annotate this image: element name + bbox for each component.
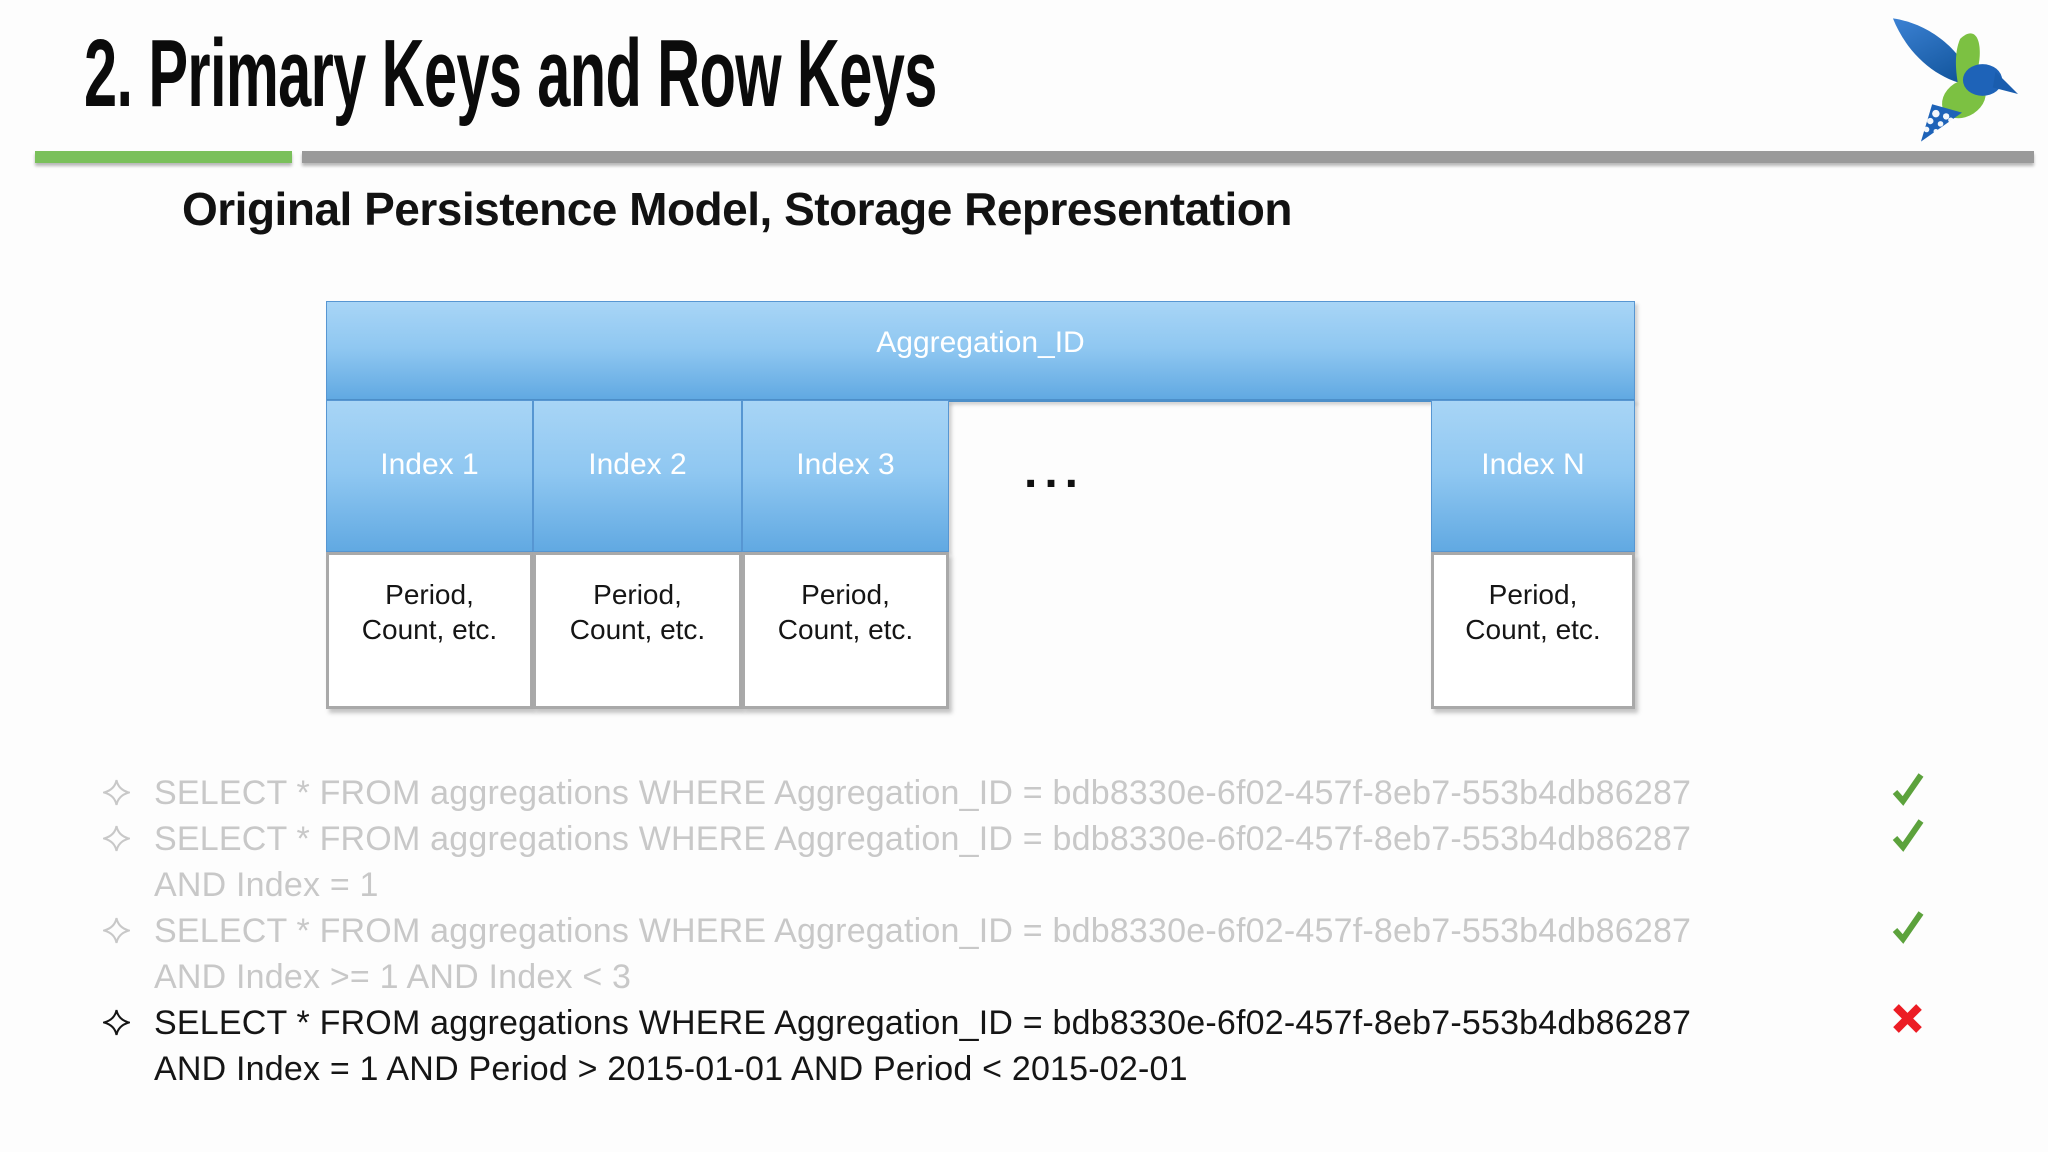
index-box: Index 3 <box>742 400 949 552</box>
index-label: Index 2 <box>588 448 687 481</box>
index-column: Index 1 Period, Count, etc. <box>326 400 533 709</box>
query-text: SELECT * FROM aggregations WHERE Aggrega… <box>154 912 1692 950</box>
value-cell-line-1: Period, <box>801 579 890 610</box>
value-cell-line-2: Count, etc. <box>361 614 498 645</box>
query-list: SELECT * FROM aggregations WHERE Aggrega… <box>0 770 2048 1092</box>
accent-bar-green <box>35 151 292 163</box>
value-cell: Period, Count, etc. <box>742 552 949 709</box>
query-text-continued: AND Index = 1 AND Period > 2015-01-01 AN… <box>154 1050 1188 1088</box>
value-cell: Period, Count, etc. <box>533 552 742 709</box>
check-icon <box>1892 773 1924 806</box>
accent-bar-gray <box>302 151 2034 163</box>
diamond-bullet-icon <box>103 917 130 944</box>
query-row: SELECT * FROM aggregations WHERE Aggrega… <box>0 816 2048 908</box>
slide-subtitle: Original Persistence Model, Storage Repr… <box>182 183 1292 235</box>
diamond-bullet-icon <box>103 825 130 852</box>
diamond-bullet-icon <box>103 1009 130 1036</box>
diamond-bullet-icon <box>103 779 130 806</box>
value-cell: Period, Count, etc. <box>1431 552 1635 709</box>
index-box: Index 1 <box>326 400 533 552</box>
query-text: SELECT * FROM aggregations WHERE Aggrega… <box>154 820 1692 858</box>
page-title: 2. Primary Keys and Row Keys <box>84 20 937 127</box>
index-box: Index N <box>1431 400 1635 552</box>
value-cell-line-1: Period, <box>385 579 474 610</box>
value-cell-line-2: Count, etc. <box>777 614 914 645</box>
query-text-continued: AND Index = 1 <box>154 866 379 904</box>
query-row: SELECT * FROM aggregations WHERE Aggrega… <box>0 1000 2048 1092</box>
value-cell-line-1: Period, <box>1488 579 1578 610</box>
check-icon <box>1892 819 1924 852</box>
value-cell-line-2: Count, etc. <box>569 614 706 645</box>
value-cell-line-1: Period, <box>593 579 682 610</box>
index-column: Index 2 Period, Count, etc. <box>533 400 742 709</box>
query-row: SELECT * FROM aggregations WHERE Aggrega… <box>0 908 2048 1000</box>
query-text-continued: AND Index >= 1 AND Index < 3 <box>154 958 632 996</box>
value-cell-line-2: Count, etc. <box>1465 614 1601 645</box>
aggregation-id-label: Aggregation_ID <box>876 325 1085 359</box>
columns-ellipsis: ... <box>1024 445 1086 498</box>
index-label: Index 3 <box>796 448 895 481</box>
index-column: Index 3 Period, Count, etc. <box>742 400 949 709</box>
index-label: Index 1 <box>380 448 479 481</box>
check-icon <box>1892 911 1924 944</box>
index-label: Index N <box>1481 448 1585 481</box>
query-text: SELECT * FROM aggregations WHERE Aggrega… <box>154 774 1692 812</box>
cross-icon <box>1893 1004 1922 1033</box>
aggregation-id-box: Aggregation_ID <box>326 301 1635 402</box>
index-box: Index 2 <box>533 400 742 552</box>
hummingbird-logo-icon <box>1892 18 2018 142</box>
query-text: SELECT * FROM aggregations WHERE Aggrega… <box>154 1004 1692 1042</box>
query-row: SELECT * FROM aggregations WHERE Aggrega… <box>0 770 2048 816</box>
value-cell: Period, Count, etc. <box>326 552 533 709</box>
index-column: Index N Period, Count, etc. <box>1431 400 1635 709</box>
